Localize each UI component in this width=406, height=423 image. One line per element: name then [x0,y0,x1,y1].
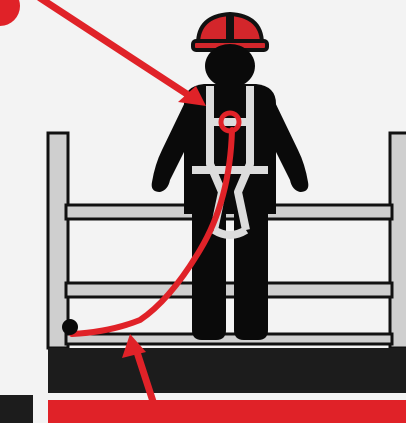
mid-rail [66,283,392,297]
toe-board [48,400,406,423]
left-post [48,133,68,348]
worker-left-leg [192,196,226,340]
anchor-point-icon [62,319,78,335]
ground-block [0,395,33,423]
worker-head [205,44,255,88]
worker-right-leg [234,196,268,340]
right-post [390,133,406,348]
platform-deck [48,348,406,393]
bottom-rail [66,334,392,344]
